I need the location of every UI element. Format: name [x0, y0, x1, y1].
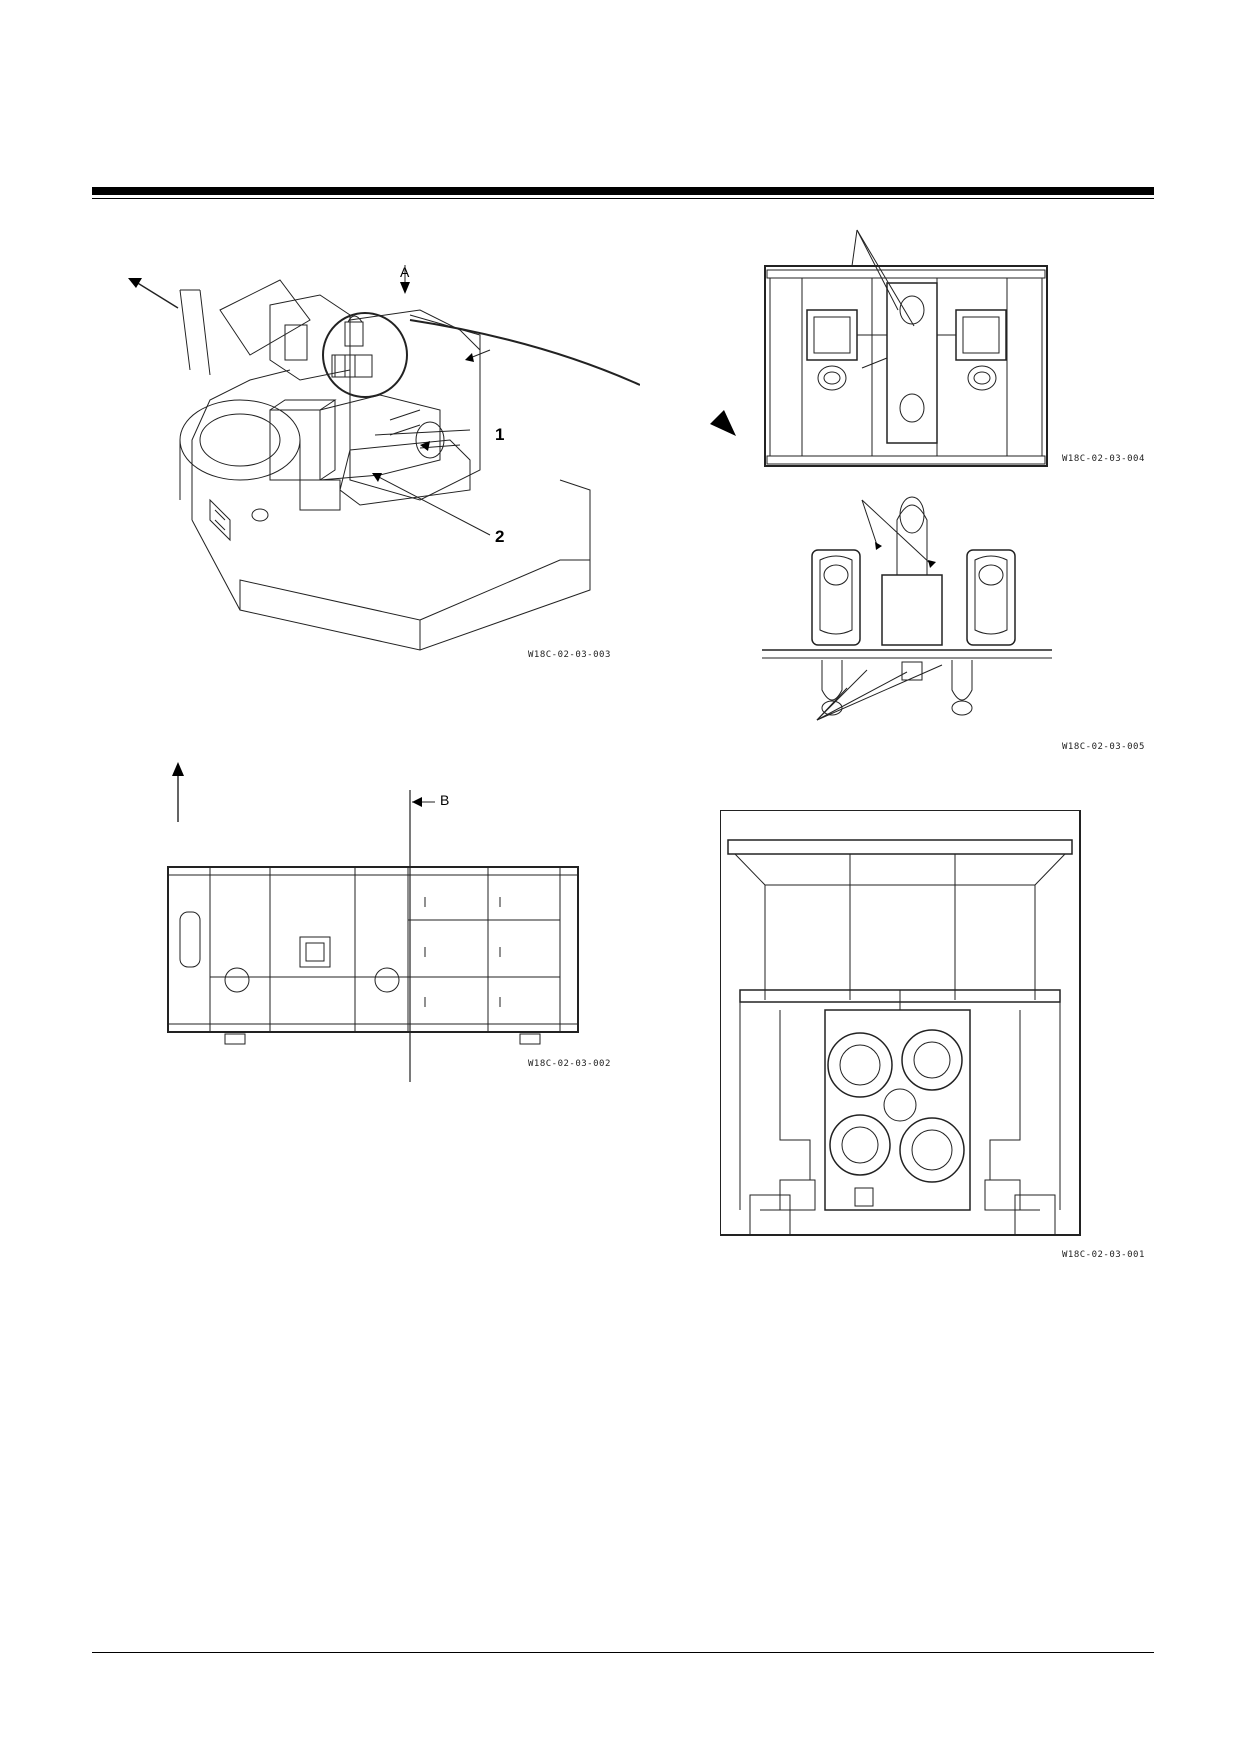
figure-top-view: W18C-02-03-004 — [762, 228, 1162, 468]
top-view-drawing — [764, 229, 1048, 467]
callout-2: 2 — [495, 527, 505, 546]
figure-id-top-view: W18C-02-03-004 — [1062, 454, 1145, 464]
front-view-drawing — [762, 496, 1052, 721]
section-drawing — [720, 810, 1081, 1236]
figure-id-section: W18C-02-03-001 — [1062, 1250, 1145, 1260]
footer-rule — [92, 1652, 1154, 1653]
overview-drawing — [128, 265, 640, 651]
header-rule-thin — [92, 198, 1154, 199]
label-b: B — [440, 792, 450, 808]
figure-side-plan: B W18C-02-03-002 — [150, 752, 650, 1082]
figure-overview: A 1 2 W18C-02-03-003 — [120, 260, 640, 660]
figure-id-side-plan: W18C-02-03-002 — [528, 1059, 611, 1069]
callout-1: 1 — [495, 425, 505, 444]
side-plan-drawing — [167, 762, 579, 1082]
figure-section: W18C-02-03-001 — [720, 810, 1160, 1260]
arrowhead-icon — [710, 410, 736, 436]
figure-id-overview: W18C-02-03-003 — [528, 650, 611, 660]
label-a: A — [400, 264, 410, 280]
curved-arrow-head — [700, 400, 750, 450]
header-rule-thick — [92, 187, 1154, 195]
figure-id-front-view: W18C-02-03-005 — [1062, 742, 1145, 752]
figure-front-view: W18C-02-03-005 — [762, 490, 1162, 755]
